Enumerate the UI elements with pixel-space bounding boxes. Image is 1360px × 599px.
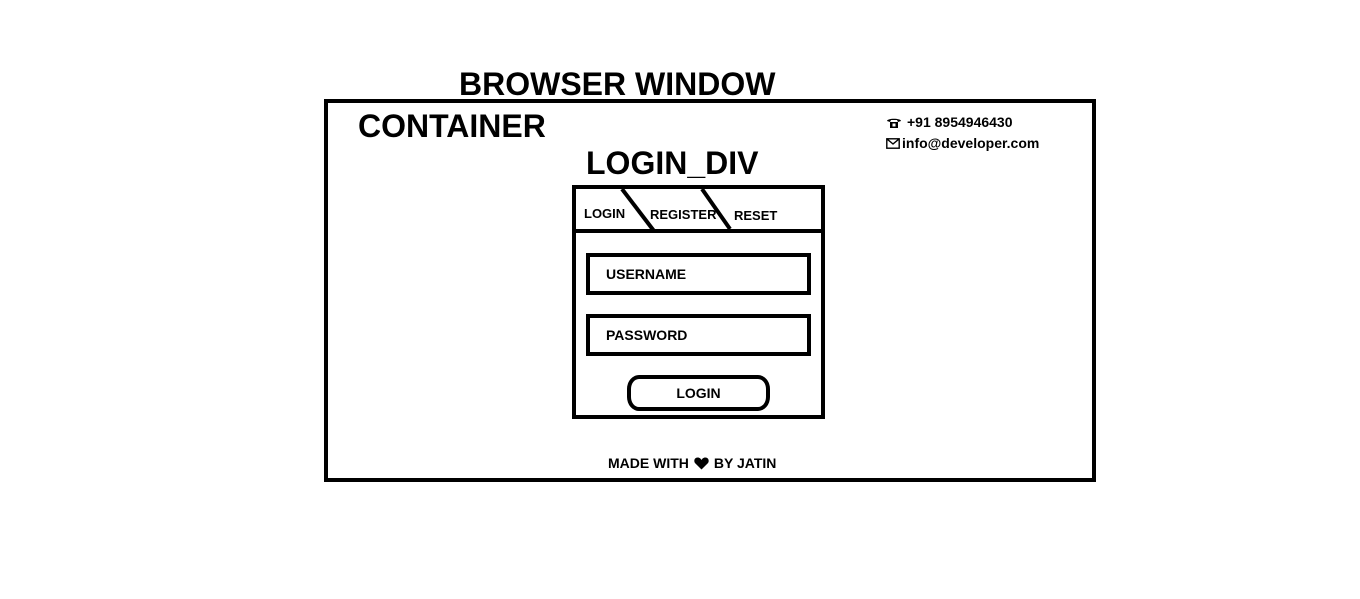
password-input[interactable] xyxy=(586,314,811,356)
container-box: CONTAINER +91 8954946430 info@developer.… xyxy=(324,99,1096,482)
heart-icon xyxy=(694,457,709,469)
login-button[interactable]: LOGIN xyxy=(627,375,770,411)
mail-icon xyxy=(886,138,900,149)
browser-window-label: BROWSER WINDOW xyxy=(459,66,776,102)
email-row: info@developer.com xyxy=(886,133,1039,154)
footer-prefix: MADE WITH xyxy=(608,455,689,471)
tab-separators xyxy=(620,189,732,233)
username-input[interactable] xyxy=(586,253,811,295)
tab-register[interactable]: REGISTER xyxy=(650,207,717,222)
login-div-label: LOGIN_DIV xyxy=(586,145,759,181)
container-label: CONTAINER xyxy=(358,108,546,144)
tab-reset[interactable]: RESET xyxy=(734,208,778,223)
phone-number: +91 8954946430 xyxy=(907,114,1013,130)
phone-icon xyxy=(887,118,901,128)
contact-info: +91 8954946430 info@developer.com xyxy=(886,112,1039,154)
login-div: LOGIN REGISTER RESET LOGIN xyxy=(572,185,825,419)
email-address: info@developer.com xyxy=(902,135,1040,151)
phone-row: +91 8954946430 xyxy=(886,112,1039,133)
footer: MADE WITH BY JATIN xyxy=(608,455,776,471)
tab-login[interactable]: LOGIN xyxy=(584,206,626,221)
footer-suffix: BY JATIN xyxy=(713,455,777,471)
tab-bar: LOGIN REGISTER RESET xyxy=(576,189,821,233)
